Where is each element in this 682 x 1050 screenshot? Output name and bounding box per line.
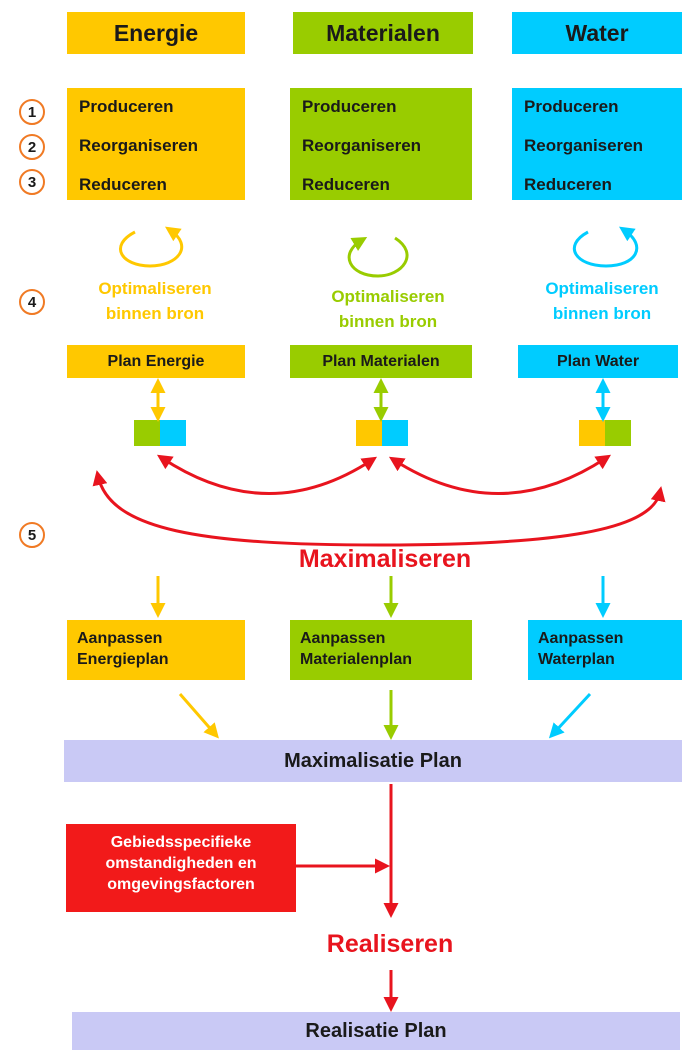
- cycle-icon-materialen: [347, 236, 409, 278]
- red-arrow-materialen-water: [388, 454, 612, 495]
- context-line-2: omstandigheden en: [105, 855, 257, 872]
- step-produceren: Produceren: [524, 97, 619, 116]
- step-reduceren: Reduceren: [524, 175, 612, 194]
- optimize-label-water: Optimaliseren binnen bron: [517, 276, 682, 326]
- connector-materialen: [356, 420, 408, 446]
- adjust-energie: Aanpassen Energieplan: [67, 620, 245, 680]
- red-arrow-energie-materialen: [156, 454, 378, 495]
- plan-water: Plan Water: [518, 345, 678, 378]
- adjust-line-2: Materialenplan: [300, 651, 413, 668]
- connector-water: [579, 420, 631, 446]
- context-factors-box: Gebiedsspecifieke omstandigheden en omge…: [66, 824, 296, 912]
- optimize-line-1: Optimaliseren: [545, 279, 659, 298]
- merge-arrow-energie: [178, 693, 219, 739]
- step-reduceren: Reduceren: [79, 175, 167, 194]
- optimize-line-1: Optimaliseren: [331, 287, 445, 306]
- adjust-materialen: Aanpassen Materialenplan: [290, 620, 472, 680]
- context-line-3: omgevingsfactoren: [107, 876, 255, 893]
- step-number-1: 1: [19, 99, 45, 125]
- adjust-line-1: Aanpassen: [77, 630, 163, 647]
- adjust-line-2: Waterplan: [538, 651, 615, 668]
- header-water: Water: [512, 12, 682, 54]
- header-materialen: Materialen: [293, 12, 473, 54]
- cycle-icon-water: [572, 226, 639, 268]
- connector-energie: [134, 420, 186, 446]
- realisatie-plan: Realisatie Plan: [72, 1012, 680, 1050]
- step-number-4: 4: [19, 289, 45, 315]
- adjust-line-2: Energieplan: [77, 651, 169, 668]
- step-reorganiseren: Reorganiseren: [302, 136, 422, 155]
- red-arrow-energie-water: [92, 470, 666, 547]
- step-number-5: 5: [19, 522, 45, 548]
- step-number-3: 3: [19, 169, 45, 195]
- optimize-line-2: binnen bron: [105, 304, 205, 323]
- optimize-label-materialen: Optimaliseren binnen bron: [298, 284, 478, 334]
- step-produceren: Produceren: [302, 97, 397, 116]
- maximalisatie-plan: Maximalisatie Plan: [64, 740, 682, 782]
- plan-materialen: Plan Materialen: [290, 345, 472, 378]
- step-reorganiseren: Reorganiseren: [524, 136, 644, 155]
- adjust-water: Aanpassen Waterplan: [528, 620, 682, 680]
- adjust-line-1: Aanpassen: [538, 630, 624, 647]
- cycle-icon-energie: [119, 226, 184, 268]
- optimize-line-1: Optimaliseren: [98, 279, 212, 298]
- optimize-line-2: binnen bron: [552, 304, 652, 323]
- step-reduceren: Reduceren: [302, 175, 390, 194]
- realiseren-label: Realiseren: [326, 930, 454, 958]
- adjust-line-1: Aanpassen: [300, 630, 386, 647]
- step-reorganiseren: Reorganiseren: [79, 136, 199, 155]
- step-produceren: Produceren: [79, 97, 174, 116]
- header-energie: Energie: [67, 12, 245, 54]
- steps-box-water: Produceren Reorganiseren Reduceren: [512, 88, 682, 200]
- context-line-1: Gebiedsspecifieke: [110, 834, 252, 851]
- maximaliseren-label: Maximaliseren: [298, 545, 472, 573]
- optimize-line-2: binnen bron: [338, 312, 438, 331]
- merge-arrow-water: [548, 692, 592, 739]
- steps-box-materialen: Produceren Reorganiseren Reduceren: [290, 88, 472, 200]
- optimize-label-energie: Optimaliseren binnen bron: [65, 276, 245, 326]
- plan-energie: Plan Energie: [67, 345, 245, 378]
- steps-box-energie: Produceren Reorganiseren Reduceren: [67, 88, 245, 200]
- step-number-2: 2: [19, 134, 45, 160]
